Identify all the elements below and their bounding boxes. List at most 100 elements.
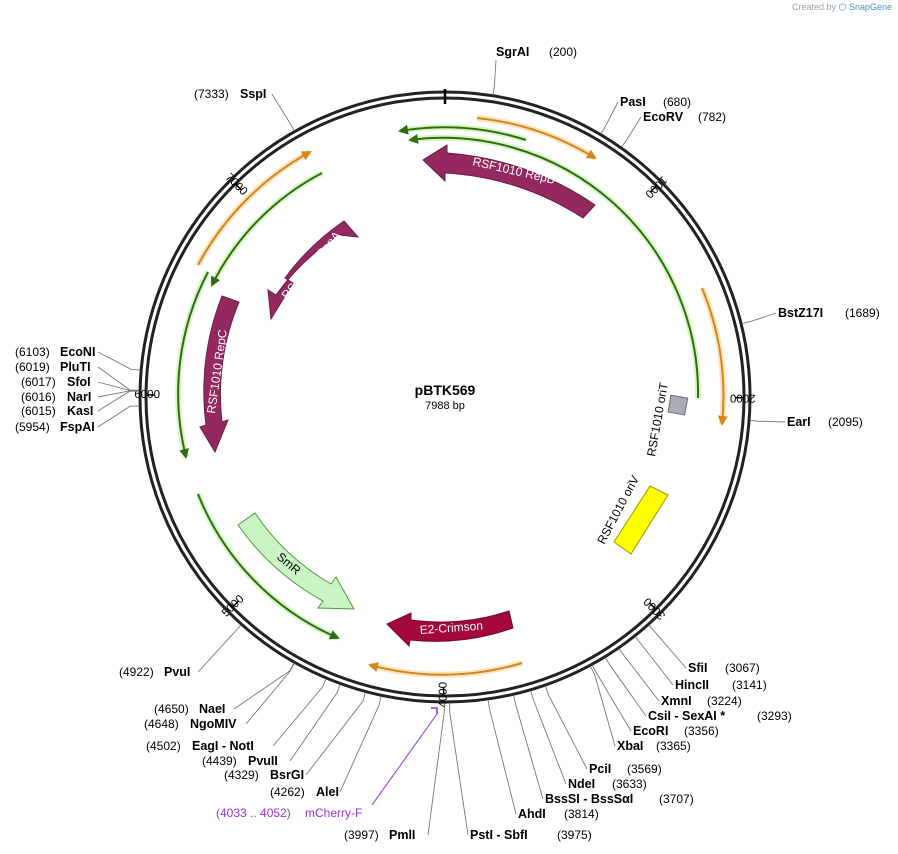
site-leader-line	[487, 699, 517, 815]
credit-brand: SnapGene	[848, 2, 892, 12]
repa-arrow	[267, 220, 360, 321]
site-leader-line	[272, 678, 327, 747]
feature-rsf1010-repa[interactable]: RSF1010 RepA	[267, 220, 360, 321]
site-name: KasI	[67, 404, 93, 418]
site-position: (3707)	[659, 792, 694, 806]
feature-smr[interactable]: SmR	[237, 512, 355, 610]
site-name: NdeI	[568, 777, 595, 791]
site-name: NarI	[67, 390, 91, 404]
site-bstz17i[interactable]: BstZ17I(1689)	[778, 306, 880, 320]
site-xbai[interactable]: XbaI(3365)	[617, 739, 691, 753]
site-ngomiv[interactable]: (4648)NgoMIV	[144, 717, 237, 731]
primer-mark	[431, 707, 438, 714]
site-leader-line	[97, 390, 140, 412]
site-csii-sexai[interactable]: CsiI - SexAI *(3293)	[648, 709, 792, 723]
site-leader-line	[97, 405, 140, 428]
tick-label-6000: 6000	[134, 389, 160, 401]
site-leader-line	[600, 101, 619, 134]
site-leader-line	[544, 685, 588, 770]
site-leader-line	[513, 695, 544, 800]
site-pcii[interactable]: PciI(3569)	[589, 762, 662, 776]
site-position: (6019)	[15, 360, 50, 374]
repc-arrow	[199, 295, 240, 454]
site-name: AhdI	[518, 807, 546, 821]
site-name: SspI	[240, 87, 266, 101]
site-name: EcoRI	[633, 724, 668, 738]
site-sgrai[interactable]: SgrAI(200)	[496, 45, 577, 59]
orf-orange-4	[197, 151, 312, 266]
site-name: EcoNI	[60, 345, 95, 359]
site-name: PluTI	[60, 360, 91, 374]
site-kasi[interactable]: (6015) KasI	[21, 404, 93, 418]
site-position: (2095)	[828, 415, 863, 429]
site-position: (680)	[663, 95, 691, 109]
orf-green-4	[177, 271, 209, 459]
orf-orange-1-halo	[476, 115, 597, 161]
site-ndei[interactable]: NdeI(3633)	[568, 777, 647, 791]
site-name: PstI - SbfI	[470, 828, 528, 842]
site-fspai[interactable]: (5954)FspAI	[15, 420, 95, 434]
snapgene-logo-icon: ⬡	[838, 2, 847, 12]
orf-orange-1	[476, 117, 597, 160]
site-naei[interactable]: (4650)NaeI	[154, 702, 225, 716]
site-sspi[interactable]: (7333)SspI	[194, 87, 266, 101]
site-pmli[interactable]: (3997)PmlI	[344, 828, 415, 842]
site-position: (3067)	[725, 661, 760, 675]
site-ahdi[interactable]: AhdI(3814)	[518, 807, 599, 821]
site-ecori[interactable]: EcoRI(3356)	[633, 724, 719, 738]
site-position: (3293)	[757, 709, 792, 723]
site-pvuii[interactable]: (4439)PvuII	[202, 754, 278, 768]
orf-green-5	[197, 493, 340, 640]
site-eagi-noti[interactable]: (4502) EagI - NotI	[146, 739, 254, 753]
site-leader-line	[305, 692, 366, 776]
primer-leader	[371, 713, 438, 806]
site-name: SfiI	[688, 661, 707, 675]
site-position: (4439)	[202, 754, 237, 768]
site-pasi[interactable]: PasI(680)	[620, 95, 691, 109]
plasmid-length: 7988 bp	[425, 400, 465, 412]
site-position: (6015)	[21, 404, 56, 418]
orf-orange-2	[701, 287, 728, 426]
site-name: BstZ17I	[778, 306, 823, 320]
site-bsrgi[interactable]: (4329)BsrGI	[224, 768, 304, 782]
plasmid-name: pBTK569	[415, 382, 476, 398]
site-leader-line	[245, 663, 295, 725]
site-name: BsrGI	[270, 768, 304, 782]
e2-crimson-label: E2-Crimson	[419, 619, 483, 637]
tick-label-4000: 4000	[438, 682, 450, 708]
site-xmni[interactable]: XmnI(3224)	[661, 694, 742, 708]
site-leader-line	[634, 636, 674, 686]
site-basssi[interactable]: BssSI - BssSαI(3707)	[545, 792, 694, 806]
site-ecorv[interactable]: EcoRV(782)	[643, 110, 726, 124]
site-position: (4502)	[146, 739, 181, 753]
orit-box	[667, 394, 689, 416]
site-name: PmlI	[389, 828, 415, 842]
site-psti-sbfi[interactable]: PstI - SbfI(3975)	[470, 828, 592, 842]
primer-name: mCherry-F	[305, 806, 362, 820]
snapgene-credit: Created by ⬡ SnapGene	[792, 2, 892, 13]
feature-e2-crimson[interactable]: E2-Crimson	[386, 610, 514, 648]
primer-mcherry-f[interactable]: (4033 .. 4052) mCherry-F	[216, 707, 438, 820]
site-name: EagI - NotI	[192, 739, 254, 753]
site-leader-line	[97, 351, 141, 371]
site-sfoi[interactable]: (6017)SfoI	[21, 375, 91, 389]
site-eari[interactable]: EarI(2095)	[787, 415, 863, 429]
site-hincii[interactable]: HincII(3141)	[675, 678, 767, 692]
site-leader-line	[591, 665, 632, 732]
feature-rsf1010-repc[interactable]: RSF1010 RepC	[199, 295, 240, 454]
feature-rsf1010-repb[interactable]: RSF1010 RepB	[422, 144, 596, 219]
orf-green-5-halo	[195, 492, 340, 641]
site-position: (5954)	[15, 420, 50, 434]
site-econi[interactable]: (6103)EcoNI	[15, 345, 95, 359]
site-pluti[interactable]: (6019) PluTI	[15, 360, 91, 374]
site-nari[interactable]: (6016)NarI	[21, 390, 91, 404]
feature-rsf1010-orit[interactable]: RSF1010 oriT	[644, 381, 689, 458]
site-leader-line	[604, 657, 647, 717]
site-name: NgoMIV	[190, 717, 237, 731]
site-pvui[interactable]: (4922)PvuI	[119, 665, 190, 679]
site-alei[interactable]: (4262)AleI	[270, 785, 339, 799]
site-name: AleI	[316, 785, 339, 799]
feature-rsf1010-oriv[interactable]: RSF1010 oriV	[594, 473, 669, 555]
site-sfii[interactable]: SfiI (3067)	[688, 661, 760, 675]
site-position: (3141)	[732, 678, 767, 692]
